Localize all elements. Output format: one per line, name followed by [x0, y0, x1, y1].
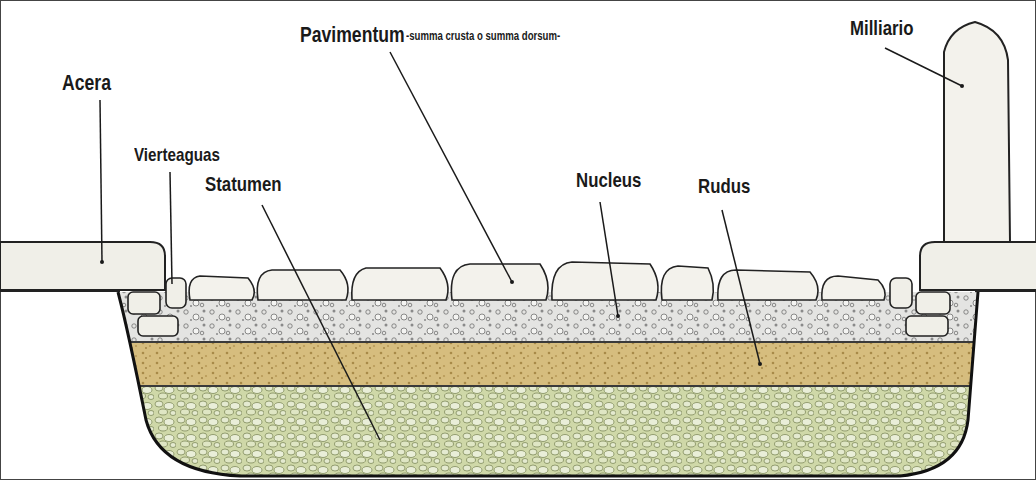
- part-label: Vierteaguas: [134, 144, 220, 166]
- part-label: -summa crusta o summa dorsum-: [406, 29, 560, 43]
- part-label: Milliario: [850, 16, 913, 40]
- part-label: Acera: [62, 70, 111, 96]
- part-label: Statumen: [205, 172, 282, 196]
- part-label: Nucleus: [576, 168, 641, 192]
- part-label: Pavimentum: [300, 22, 405, 48]
- part-label: Rudus: [698, 174, 750, 198]
